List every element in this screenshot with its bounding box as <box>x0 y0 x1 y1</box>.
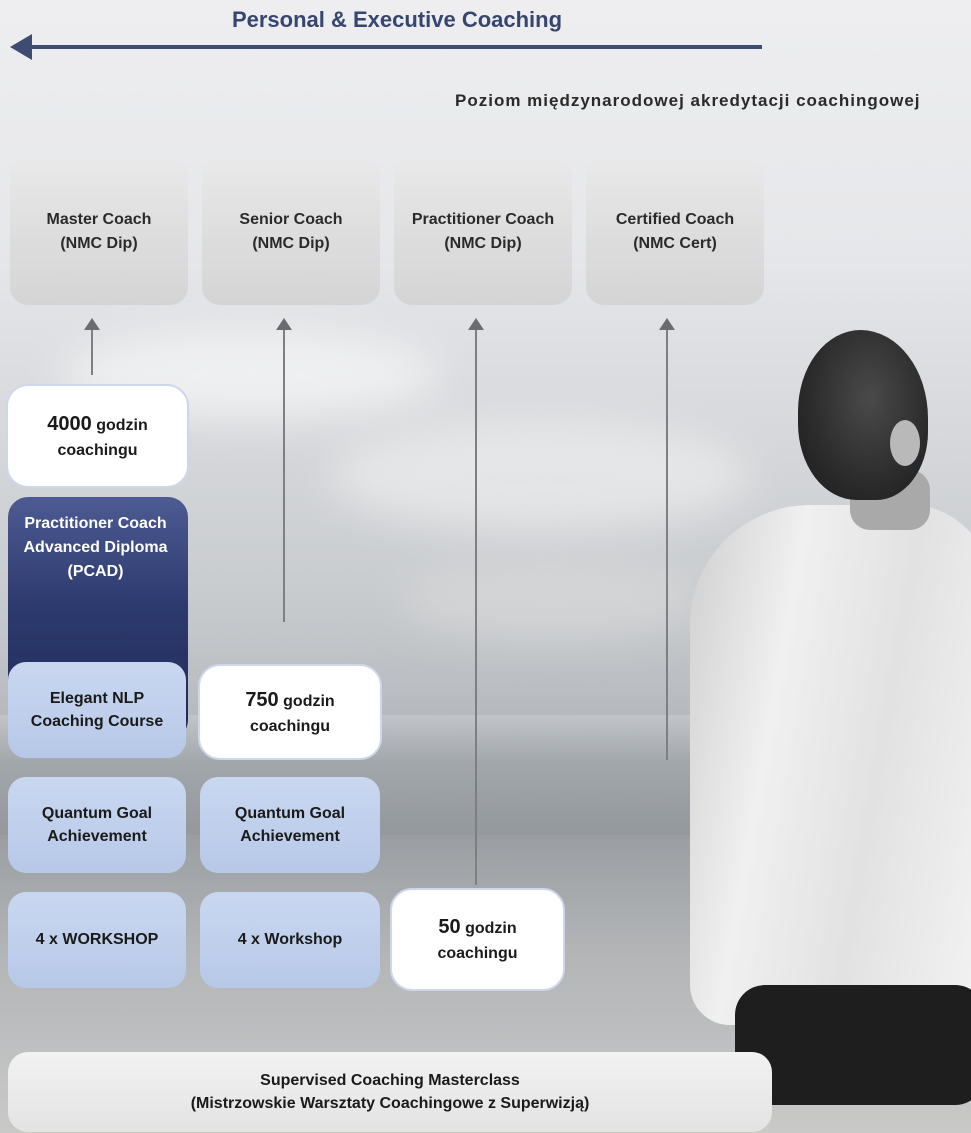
up-arrow-icon <box>468 318 484 330</box>
course-elegant-nlp: Elegant NLP Coaching Course <box>8 662 186 758</box>
credential-certified-coach: Certified Coach (NMC Cert) <box>586 158 764 305</box>
hours-number: 4000 <box>47 412 92 435</box>
header-arrow-line <box>22 45 762 49</box>
pcad-title-line: (PCAD) <box>67 563 124 580</box>
hours-label: coachingu <box>57 441 138 459</box>
course-line: Achievement <box>240 828 340 845</box>
hours-label: coachingu <box>437 945 518 963</box>
up-arrow-icon <box>84 318 100 330</box>
man-shirt <box>690 505 971 1025</box>
course-line: Elegant NLP <box>49 689 145 707</box>
credential-code: (NMC Cert) <box>633 234 717 252</box>
hours-unit: godzin <box>96 416 148 434</box>
man-ear <box>890 420 920 466</box>
arrow-master-line <box>91 330 93 375</box>
credential-senior-coach: Senior Coach (NMC Dip) <box>202 158 380 305</box>
page-title: Personal & Executive Coaching <box>231 7 563 32</box>
masterclass-subtitle: (Mistrzowskie Warsztaty Coachingowe z Su… <box>190 1095 590 1112</box>
arrow-certified-line <box>666 330 668 760</box>
pcad-title-line: Advanced Diploma <box>23 539 168 556</box>
hours-label: coachingu <box>249 717 330 735</box>
course-line: 4 x Workshop <box>237 931 343 949</box>
hours-4000-box: 4000 godzin coachingu <box>6 384 189 488</box>
up-arrow-icon <box>659 318 675 330</box>
up-arrow-icon <box>276 318 292 330</box>
page-subtitle: Poziom międzynarodowej akredytacji coach… <box>455 91 921 110</box>
sky-cloud <box>330 420 750 530</box>
course-line: Achievement <box>47 828 147 845</box>
course-line: Quantum Goal <box>234 804 346 822</box>
course-workshop-upper: 4 x WORKSHOP <box>8 892 186 988</box>
credential-name: Certified Coach <box>615 211 735 229</box>
pcad-title-line: Practitioner Coach <box>24 515 167 532</box>
course-line: Quantum Goal <box>41 804 153 822</box>
credential-practitioner-coach: Practitioner Coach (NMC Dip) <box>394 158 572 305</box>
credential-master-coach: Master Coach (NMC Dip) <box>10 158 188 305</box>
man-head <box>798 330 928 500</box>
hours-750-box: 750 godzin coachingu <box>198 664 382 760</box>
hours-50-box: 50 godzin coachingu <box>390 888 565 991</box>
course-line: 4 x WORKSHOP <box>35 931 159 949</box>
pcad-title: Practitioner Coach Advanced Diploma (PCA… <box>8 512 183 584</box>
man-pants <box>735 985 971 1105</box>
course-line: Coaching Course <box>30 713 164 730</box>
credential-name: Practitioner Coach <box>411 211 555 229</box>
course-workshop-lower: 4 x Workshop <box>200 892 380 988</box>
masterclass-title: Supervised Coaching Masterclass <box>260 1071 520 1089</box>
hours-unit: godzin <box>283 692 335 710</box>
arrow-practitioner-line <box>475 330 477 885</box>
credential-code: (NMC Dip) <box>444 234 522 252</box>
credential-code: (NMC Dip) <box>60 234 138 252</box>
credential-code: (NMC Dip) <box>252 234 330 252</box>
credential-name: Senior Coach <box>239 211 343 229</box>
left-arrow-icon <box>10 34 32 60</box>
hours-number: 50 <box>438 916 461 939</box>
hours-unit: godzin <box>465 920 517 938</box>
masterclass-box: Supervised Coaching Masterclass (Mistrzo… <box>8 1052 772 1132</box>
sky-cloud <box>400 560 700 640</box>
hours-number: 750 <box>245 688 279 711</box>
credential-name: Master Coach <box>46 211 152 229</box>
arrow-senior-line <box>283 330 285 622</box>
